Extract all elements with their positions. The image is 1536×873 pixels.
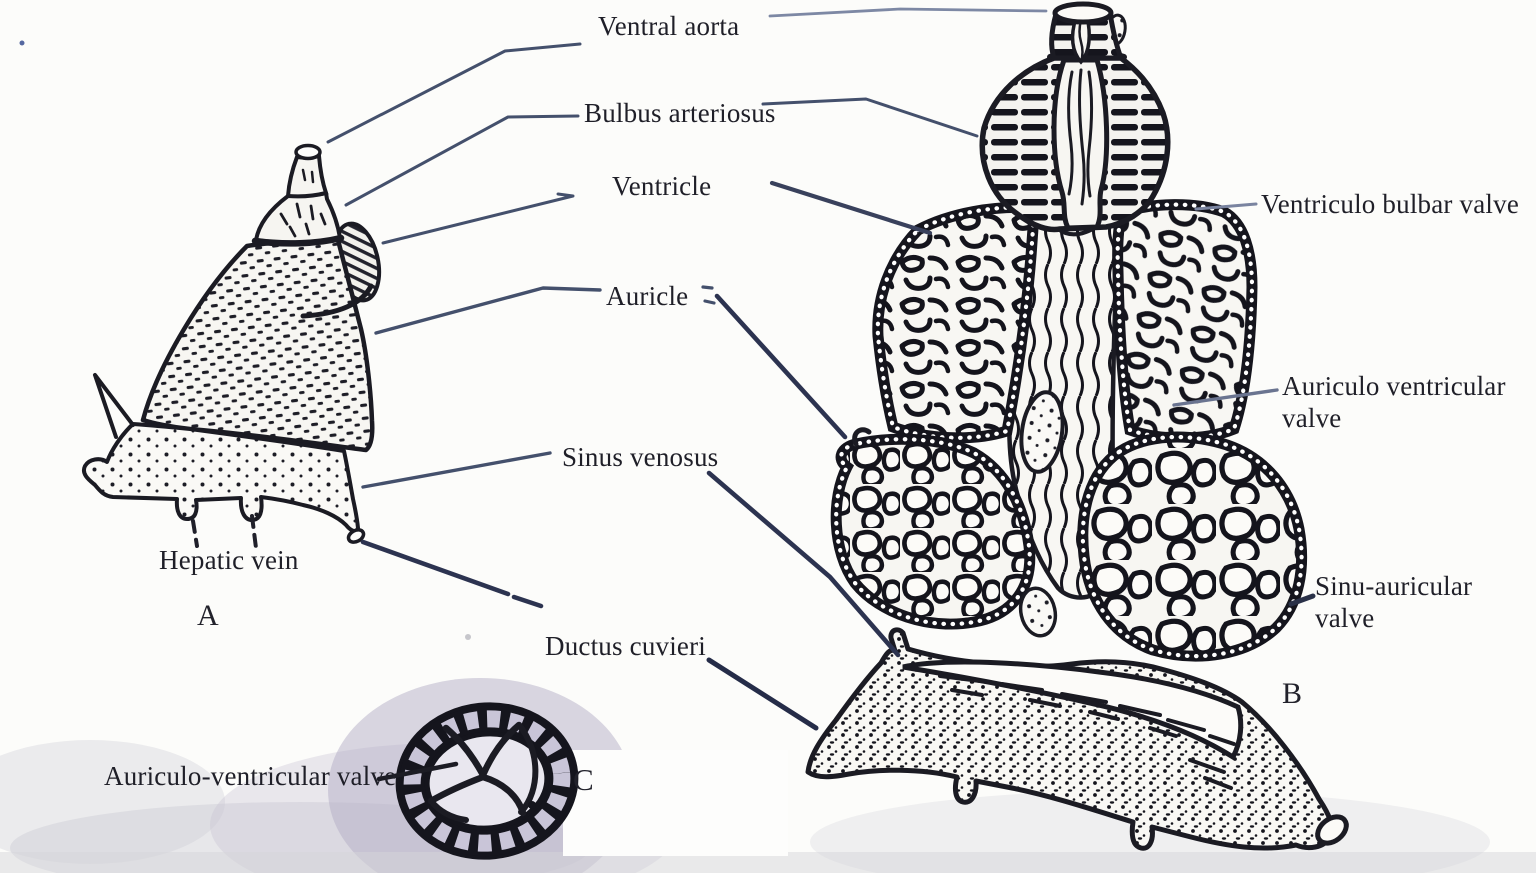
leader-ductus-cuvieri-to-A-2 xyxy=(511,594,544,609)
leader-auricle-tick-1 xyxy=(701,285,714,290)
ventricle-a xyxy=(140,237,375,453)
sinus-opening-b xyxy=(1315,814,1349,846)
figure-b-heart-section xyxy=(805,1,1349,851)
leader-ventral-aorta-to-A xyxy=(326,42,582,144)
sinus-fold-b xyxy=(902,659,1244,761)
leader-auricle-tick-2 xyxy=(703,299,716,305)
leader-auricle-to-A xyxy=(374,286,602,335)
leader-sinu-auricular-valve-line xyxy=(1288,593,1316,607)
leader-ductus-cuvieri-to-A-1 xyxy=(360,539,511,597)
sinus-venosus-a xyxy=(82,373,366,544)
leader-sinus-venosus-to-B xyxy=(706,470,901,658)
bulbus-arteriosus-a xyxy=(251,191,345,247)
ventricle-right-lobe-b xyxy=(1112,199,1258,444)
auricle-left-pouch-b xyxy=(830,427,1036,630)
leader-ventricle-to-B xyxy=(769,180,933,236)
ventral-aorta-a xyxy=(285,143,329,199)
leader-bulbus-to-A xyxy=(344,114,580,207)
ventral-aorta-b xyxy=(1049,1,1125,65)
leader-ventral-aorta-to-B xyxy=(768,7,1048,18)
ventricle-left-lobe-b xyxy=(872,201,1040,444)
sinus-venosus-b xyxy=(805,627,1349,851)
leader-hepatic-vein-tick-2 xyxy=(250,514,258,550)
leader-ductus-cuvieri-to-B xyxy=(706,657,819,731)
ductus-opening-a xyxy=(346,528,366,544)
leader-ventriculo-bulbar-valve-line xyxy=(1194,202,1258,211)
leader-auriculo-ventricular-valve-c-line xyxy=(376,761,459,782)
figure-c-valve-section xyxy=(395,702,579,860)
stippled-patch-b-2 xyxy=(1018,586,1058,638)
valve-flaps-c xyxy=(427,721,539,823)
leader-auriculo-ventricular-valve-b-line xyxy=(1172,388,1279,407)
bulbus-arteriosus-b xyxy=(979,13,1171,237)
leader-auricle-to-B xyxy=(714,293,848,440)
leader-ventricle-to-A xyxy=(381,192,575,245)
figure-a-heart-external xyxy=(82,143,382,544)
leader-lines xyxy=(191,7,1316,782)
leader-sinus-venosus-to-A xyxy=(361,451,552,489)
auricle-right-lobe-b xyxy=(1077,431,1308,662)
stippled-patch-b-1 xyxy=(1019,390,1065,474)
leader-bulbus-to-B xyxy=(761,97,979,138)
leader-hepatic-vein-tick-1 xyxy=(191,519,199,548)
